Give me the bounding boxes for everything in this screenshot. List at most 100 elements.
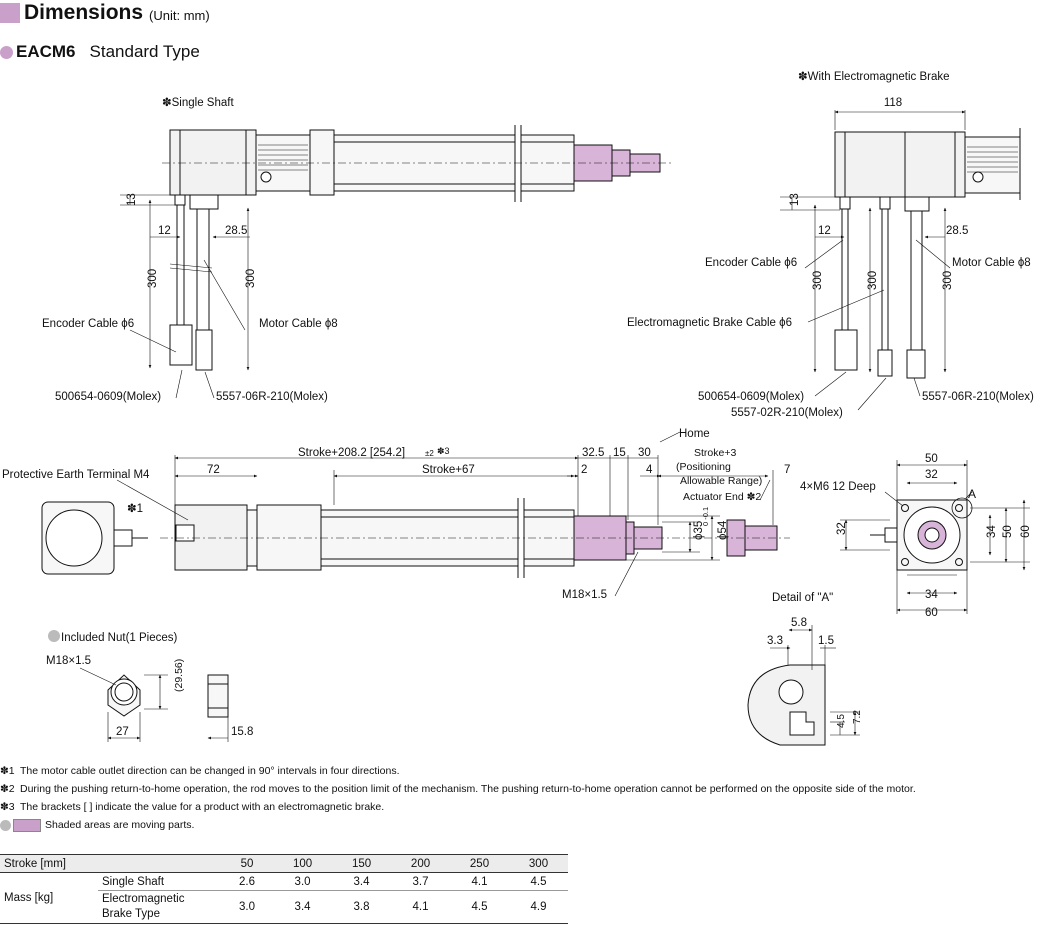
dim-phi54: ϕ54 <box>717 520 729 540</box>
dim-27: 27 <box>116 726 129 738</box>
footnote-mark: ✽2 <box>0 783 15 795</box>
dim-stroke-3: Stroke+3 <box>694 447 736 459</box>
dim-12-brake: 12 <box>818 225 831 237</box>
dim-5-8: 5.8 <box>791 617 807 629</box>
footnotes: ✽1 The motor cable outlet direction can b… <box>0 762 916 834</box>
dim-28-5-brake: 28.5 <box>946 225 968 237</box>
label-home: Home <box>679 428 710 440</box>
dim-30: 30 <box>638 447 651 459</box>
label-single-shaft: ✽Single Shaft <box>162 97 234 109</box>
label-connector-brake: 5557-02R-210(Molex) <box>731 407 843 419</box>
dim-72: 72 <box>207 464 220 476</box>
dim-29-56: (29.56) <box>173 659 185 692</box>
label-motor-cable-brake: Motor Cable ϕ8 <box>952 257 1031 269</box>
mass-cell: 4.1 <box>391 890 451 924</box>
row-type-label: Single Shaft <box>98 872 221 891</box>
label-detail-a: Detail of "A" <box>772 592 833 604</box>
stroke-250: 250 <box>450 854 509 873</box>
label-pe-terminal: Protective Earth Terminal M4 <box>2 469 150 481</box>
label-with-brake: ✽With Electromagnetic Brake <box>798 71 950 83</box>
dim-300-motor: 300 <box>245 269 257 288</box>
label-encoder-cable-brake: Encoder Cable ϕ6 <box>705 257 797 269</box>
mass-header: Mass [kg] <box>0 872 98 924</box>
label-included-nut: Included Nut(1 Pieces) <box>61 632 178 644</box>
footnote-text: During the pushing return-to-home operat… <box>20 783 916 795</box>
dim-34-bottom: 34 <box>925 589 938 601</box>
brake-type-view <box>780 110 1021 411</box>
single-shaft-view <box>120 125 672 399</box>
label-connector-encoder-brake: 500654-0609(Molex) <box>698 391 804 403</box>
drawing-labels: ✽Single Shaft ✽With Electromagnetic Brak… <box>2 71 1034 738</box>
label-motor-cable-single: Motor Cable ϕ8 <box>259 318 338 330</box>
dim-stroke-total: Stroke+208.2 [254.2] <box>298 447 405 459</box>
dim-32-side: 32 <box>836 522 848 535</box>
label-connector-encoder-single: 500654-0609(Molex) <box>55 391 161 403</box>
dimension-drawing: ✽Single Shaft ✽With Electromagnetic Brak… <box>2 71 1034 746</box>
dim-300-encoder: 300 <box>147 269 159 288</box>
dim-60-side: 60 <box>1020 525 1032 538</box>
dim-50-top: 50 <box>925 453 938 465</box>
stroke-300: 300 <box>509 854 568 873</box>
table-row: Electromagnetic Brake Type 3.0 3.4 3.8 4… <box>0 890 568 924</box>
dim-12-single: 12 <box>158 225 171 237</box>
footnote-text: Shaded areas are moving parts. <box>45 819 195 831</box>
model-type: Standard Type <box>89 42 200 61</box>
label-actuator-end: Actuator End ✽2 <box>683 491 761 503</box>
stroke-200: 200 <box>391 854 451 873</box>
dim-7: 7 <box>784 464 790 476</box>
mass-cell: 3.4 <box>273 890 333 924</box>
grey-dot-icon <box>0 819 11 831</box>
label-nut-thread: M18×1.5 <box>46 655 91 667</box>
dim-13-single: 13 <box>126 193 138 206</box>
dim-2: 2 <box>581 464 587 476</box>
section-header: Dimensions (Unit: mm) <box>0 0 210 26</box>
mass-cell: 4.9 <box>509 890 568 924</box>
mass-cell: 3.8 <box>332 890 392 924</box>
label-m6-holes: 4×M6 12 Deep <box>800 481 876 493</box>
dim-300-brake-encoder: 300 <box>812 271 824 290</box>
footnote-text: The motor cable outlet direction can be … <box>20 765 400 777</box>
stroke-150: 150 <box>332 854 392 873</box>
dim-50-side: 50 <box>1002 525 1014 538</box>
dim-300-brake-motor: 300 <box>942 271 954 290</box>
dim-4-5: 4.5 <box>836 714 847 728</box>
nut-view <box>79 667 229 742</box>
footnote-4: Shaded areas are moving parts. <box>0 816 916 834</box>
bullet-dot-icon <box>0 45 13 59</box>
footnote-1: ✽1 The motor cable outlet direction can b… <box>0 762 916 780</box>
stroke-header: Stroke [mm] <box>0 854 221 873</box>
label-allowable-range: Allowable Range) <box>680 475 762 487</box>
dim-32-top: 32 <box>925 469 938 481</box>
model-heading: EACM6 Standard Type <box>0 42 200 62</box>
dim-phi35: ϕ35 <box>693 521 705 540</box>
footnote-mark: ✽1 <box>0 765 15 777</box>
dim-4: 4 <box>646 464 653 476</box>
dim-1-5: 1.5 <box>818 635 834 647</box>
mass-cell: 3.0 <box>221 890 274 924</box>
label-thread-rod: M18×1.5 <box>562 589 607 601</box>
dim-3-3: 3.3 <box>767 635 783 647</box>
label-connector-motor-single: 5557-06R-210(Molex) <box>216 391 328 403</box>
note3-marker: ✽3 <box>437 446 450 456</box>
detail-a-marker: A <box>968 487 976 501</box>
dim-15: 15 <box>613 447 626 459</box>
dim-stroke-67: Stroke+67 <box>422 464 475 476</box>
page-title: Dimensions <box>24 1 144 24</box>
dim-118: 118 <box>884 97 902 109</box>
mass-cell: 4.1 <box>450 872 509 891</box>
table-row: Mass [kg] Single Shaft 2.6 3.0 3.4 3.7 4… <box>0 872 568 924</box>
mass-cell: 3.7 <box>391 872 451 891</box>
dim-60-bottom: 60 <box>925 607 938 619</box>
dim-13-brake: 13 <box>789 193 801 206</box>
label-connector-motor-brake: 5557-06R-210(Molex) <box>922 391 1034 403</box>
dim-34-side: 34 <box>986 525 998 538</box>
dim-stroke-tolerance: ±2 <box>425 449 434 458</box>
front-view <box>840 460 1030 614</box>
footnote-2: ✽2 During the pushing return-to-home oper… <box>0 780 916 798</box>
shaded-swatch-icon <box>13 818 41 832</box>
table-header-row: Stroke [mm] 50 100 150 200 250 300 <box>0 854 568 873</box>
unit-label: (Unit: mm) <box>149 7 210 23</box>
row-type-label: Electromagnetic Brake Type <box>98 890 221 924</box>
mass-cell: 2.6 <box>221 872 274 891</box>
